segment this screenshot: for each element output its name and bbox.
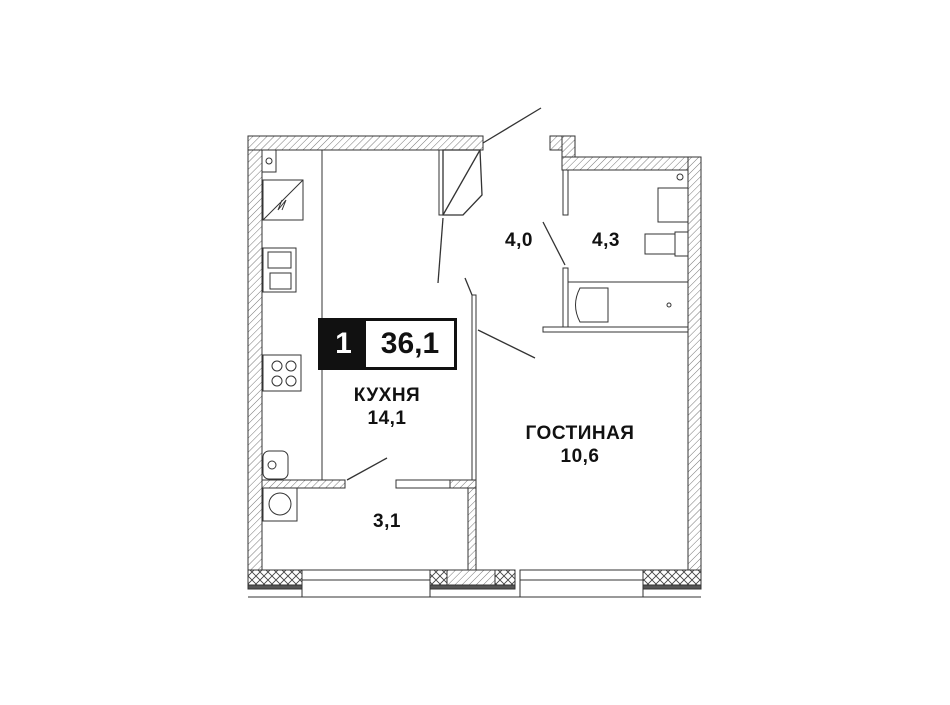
apartment-badge: 1 36,1 bbox=[318, 318, 457, 370]
wall-bottom-4 bbox=[494, 569, 516, 586]
room-area-kitchen: 14,1 bbox=[367, 408, 407, 429]
stove-icon bbox=[262, 354, 302, 392]
window-1 bbox=[301, 569, 431, 598]
washbasin-icon bbox=[657, 187, 689, 223]
wall-left bbox=[247, 135, 263, 572]
wall-vertical-storage bbox=[467, 487, 477, 571]
toilet-icon bbox=[644, 233, 676, 255]
total-area: 36,1 bbox=[366, 321, 454, 367]
wall-top-left bbox=[247, 135, 484, 151]
room-area-hallway: 4,0 bbox=[505, 230, 533, 251]
wall-bottom-2 bbox=[429, 569, 448, 586]
wall-bottom-1 bbox=[247, 569, 303, 586]
wall-top-right bbox=[561, 156, 702, 171]
room-name-living: ГОСТИНАЯ bbox=[525, 423, 635, 444]
room-name-kitchen: КУХНЯ bbox=[353, 385, 421, 406]
rooms-count: 1 bbox=[321, 321, 366, 367]
room-area-storage: 3,1 bbox=[373, 511, 401, 532]
wall-right bbox=[687, 156, 702, 572]
wall-storage-2 bbox=[449, 479, 477, 489]
room-area-bathroom: 4,3 bbox=[592, 230, 620, 251]
room-area-living: 10,6 bbox=[560, 446, 600, 467]
wall-bottom-3 bbox=[446, 569, 496, 586]
wall-storage bbox=[261, 479, 346, 489]
window-2 bbox=[519, 569, 644, 598]
wall-bottom-5 bbox=[642, 569, 702, 586]
